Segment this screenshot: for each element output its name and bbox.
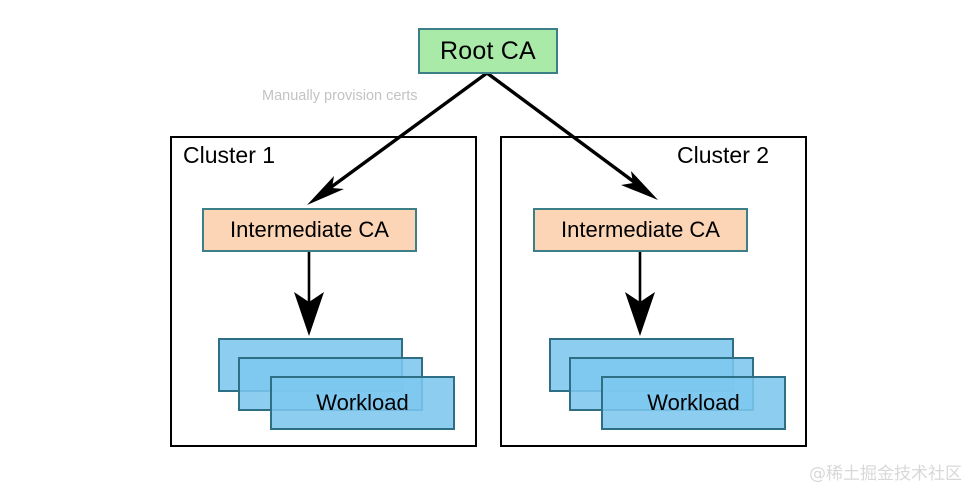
- cluster-1-container: [170, 136, 477, 447]
- cluster-1-label: Cluster 1: [183, 142, 276, 168]
- cluster-1-workload-stack: Workload: [218, 338, 458, 430]
- cluster-2-label: Cluster 2: [677, 142, 770, 168]
- cluster-2-intermediate-ca-node[interactable]: Intermediate CA: [533, 208, 748, 252]
- watermark-text: @稀土掘金技术社区: [809, 464, 962, 484]
- cluster-2-workload-card-front[interactable]: Workload: [601, 376, 786, 430]
- cluster-1-intermediate-ca-node[interactable]: Intermediate CA: [202, 208, 417, 252]
- cluster-1-workload-card-front[interactable]: Workload: [270, 376, 455, 430]
- cluster-2-container: [500, 136, 807, 447]
- manually-provision-certs-label: Manually provision certs: [262, 88, 418, 104]
- cluster-2-workload-stack: Workload: [549, 338, 789, 430]
- root-ca-node[interactable]: Root CA: [418, 28, 558, 74]
